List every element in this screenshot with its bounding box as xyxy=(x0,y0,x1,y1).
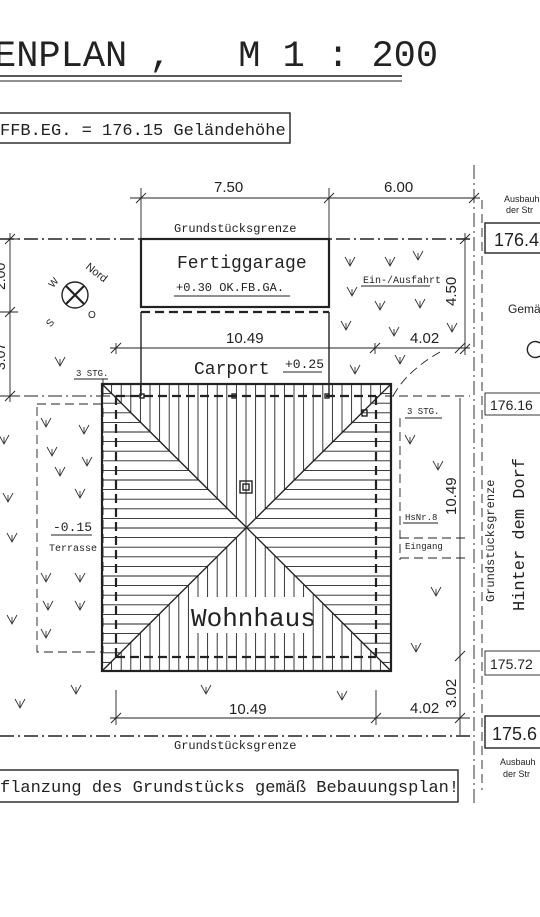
driveway-curve xyxy=(391,351,441,399)
level-box-1 xyxy=(484,222,540,254)
steps-left-label: 3 STG. xyxy=(76,369,108,379)
street-name: Hinter dem Dorf xyxy=(511,458,530,611)
grass-symbol xyxy=(2,492,14,503)
grass-symbols xyxy=(0,250,458,709)
house-outline xyxy=(100,382,393,673)
grass-symbol xyxy=(40,572,52,583)
grass-symbol xyxy=(336,690,348,701)
arc-symbol xyxy=(526,340,540,359)
dim-carport-side: 4.02 xyxy=(410,330,439,347)
level-4: 175.6 xyxy=(492,724,537,744)
grass-symbol xyxy=(74,488,86,499)
grass-symbol xyxy=(388,326,400,337)
grass-symbol xyxy=(14,698,26,709)
garage-label: Fertiggarage xyxy=(177,254,307,274)
grass-symbol xyxy=(432,460,444,471)
dim-right-upper: 4.50 xyxy=(443,277,460,306)
compass-west: W xyxy=(47,276,62,291)
planting-note-box xyxy=(0,769,459,803)
grass-symbol xyxy=(81,456,93,467)
grass-symbol xyxy=(404,434,416,445)
grass-symbol xyxy=(54,466,66,477)
chimney xyxy=(239,480,253,494)
dim-bottom-side: 4.02 xyxy=(410,700,439,717)
garage-outline xyxy=(139,237,331,309)
grass-symbol xyxy=(6,614,18,625)
corner-post xyxy=(361,409,368,417)
grass-symbol xyxy=(74,600,86,611)
grass-symbol xyxy=(200,684,212,695)
grass-symbol xyxy=(346,286,358,297)
grass-symbol xyxy=(414,298,426,309)
road-note-top-2: der Str xyxy=(506,205,533,215)
grass-symbol xyxy=(394,354,406,365)
level-3: 175.72 xyxy=(490,656,533,672)
level-2: 176.16 xyxy=(490,397,533,413)
road-note-bottom-2: der Str xyxy=(503,769,530,779)
driveway-label: Ein-/Ausfahrt xyxy=(363,275,441,287)
level-box-4 xyxy=(484,715,540,749)
steps-right-label: 3 STG. xyxy=(407,407,439,417)
carport-level: +0.25 xyxy=(285,357,324,372)
boundary-top-label: Grundstücksgrenze xyxy=(174,222,296,236)
boundary-right-label: Grundstücksgrenze xyxy=(484,480,498,602)
compass-east: O xyxy=(88,310,96,321)
north-label: Nord xyxy=(83,261,109,285)
terrace-level: -0.15 xyxy=(53,520,92,535)
grass-symbol xyxy=(46,446,58,457)
dim-bottom-right: 3.02 xyxy=(443,679,460,708)
dim-top-right: 6.00 xyxy=(384,179,413,196)
dim-carport-width: 10.49 xyxy=(226,330,264,347)
grass-symbol xyxy=(446,322,458,333)
boundary-bottom-label: Grundstücksgrenze xyxy=(174,739,296,753)
dim-left-upper: 2.00 xyxy=(0,263,8,290)
entrance-label: Eingang xyxy=(405,542,443,552)
grass-symbol xyxy=(340,320,352,331)
level-box-2 xyxy=(484,392,540,416)
level-1: 176.4 xyxy=(494,230,539,250)
grass-symbol xyxy=(42,600,54,611)
grass-symbol xyxy=(70,684,82,695)
grass-symbol xyxy=(78,424,90,435)
grass-symbol xyxy=(54,356,66,367)
grass-symbol xyxy=(374,300,386,311)
gemark-label: Gemä xyxy=(508,302,540,316)
grass-symbol xyxy=(74,572,86,583)
road-note-bottom: Ausbauh xyxy=(500,757,536,767)
garage-level: +0.30 OK.FB.GA. xyxy=(176,281,284,295)
dim-bottom-width: 10.49 xyxy=(229,701,267,718)
planting-note: flanzung des Grundstücks gemäß Bebauungs… xyxy=(0,779,459,798)
dim-top-left: 7.50 xyxy=(214,179,243,196)
house-number: HsNr.8 xyxy=(405,513,437,523)
grass-symbol xyxy=(344,256,356,267)
dim-left-lower: 3.07 xyxy=(0,343,8,370)
elevation-reference: FFB.EG. = 176.15 Geländehöhe xyxy=(0,122,286,141)
grass-symbol xyxy=(430,586,442,597)
roof-ridge-2 xyxy=(101,383,392,672)
elevation-box xyxy=(0,112,291,144)
grass-symbol xyxy=(6,532,18,543)
grass-symbol xyxy=(349,364,361,375)
grass-symbol xyxy=(410,642,422,653)
level-box-3 xyxy=(484,650,540,676)
terrace-label: Terrasse xyxy=(49,544,97,555)
grass-symbol xyxy=(0,434,10,445)
grass-symbol xyxy=(384,256,396,267)
compass-symbol: Nord W O S xyxy=(44,261,109,330)
grass-symbol xyxy=(40,628,52,639)
dim-house-side: 10.49 xyxy=(443,477,460,515)
compass-south: S xyxy=(44,317,57,329)
road-note-top: Ausbauh xyxy=(504,194,540,204)
house-label: Wohnhaus xyxy=(191,604,316,634)
carport-label: Carport xyxy=(194,360,270,380)
plan-title: ENPLAN , M 1 : 200 xyxy=(0,36,438,78)
grass-symbol xyxy=(40,417,52,428)
house-label-bg xyxy=(190,597,312,633)
grass-symbol xyxy=(412,250,424,261)
